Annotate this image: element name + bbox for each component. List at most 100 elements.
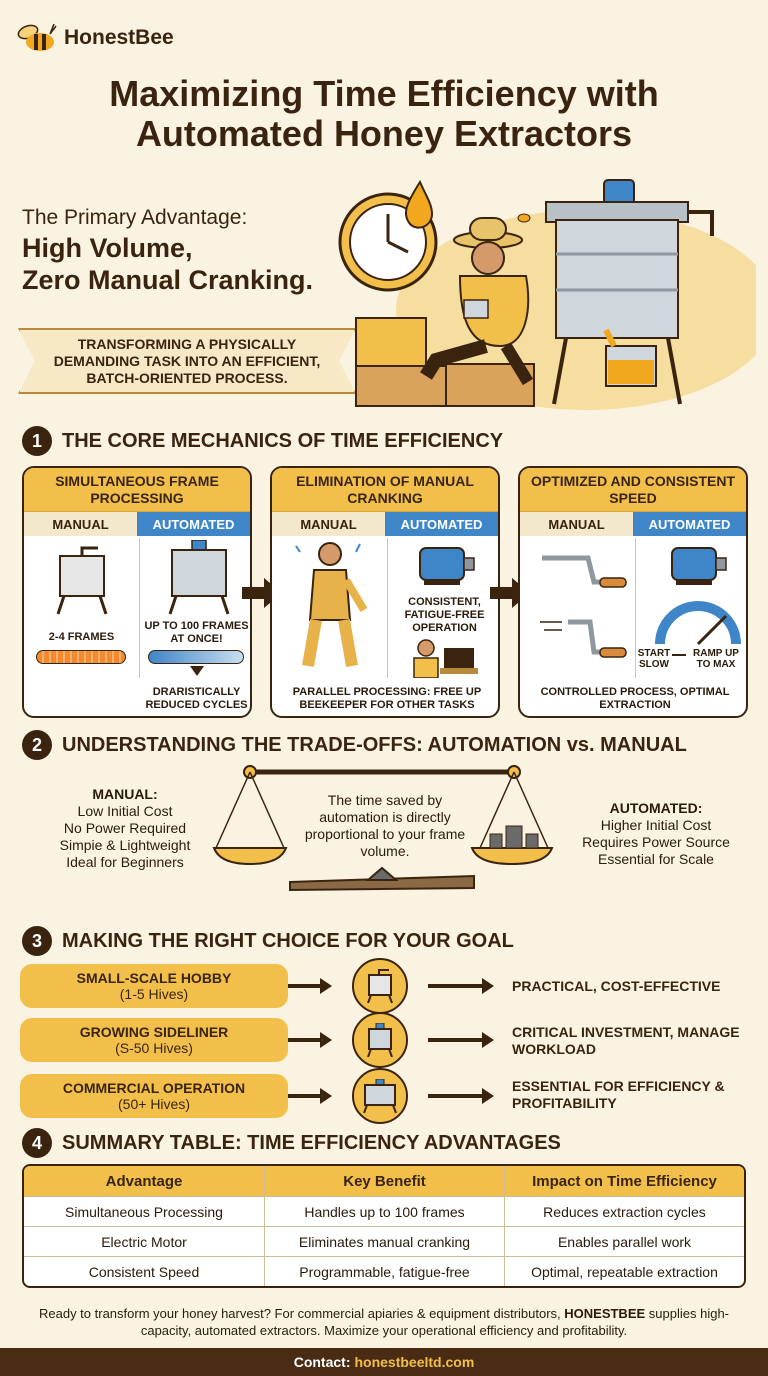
crank-handle-fast-icon <box>540 619 627 658</box>
gauge-arrow-icon <box>672 654 686 656</box>
automated-progress-bar <box>148 650 244 664</box>
manual-heading: MANUAL: <box>92 786 158 802</box>
choice-hobby: SMALL-SCALE HOBBY (1-5 Hives) <box>20 964 288 1008</box>
panel-bottom-text: PARALLEL PROCESSING: FREE UP BEEKEEPER F… <box>292 686 482 711</box>
panel-bottom-text: DRARISTICALLY REDUCED CYCLES <box>145 686 248 711</box>
panel-divider <box>387 538 388 678</box>
footer-brand: HONESTBEE <box>564 1306 646 1321</box>
section2-header: 2 UNDERSTANDING THE TRADE-OFFS: AUTOMATI… <box>22 730 687 760</box>
down-arrow-icon <box>190 666 204 676</box>
panel-simultaneous: SIMULTANEOUS FRAME PROCESSING MANUAL AUT… <box>22 466 252 718</box>
hero-ribbon: TRANSFORMING A PHYSICALLY DEMANDING TASK… <box>18 328 356 394</box>
table-cell: Simultaneous Processing <box>65 1203 223 1220</box>
table-cell: Reduces extraction cycles <box>504 1197 744 1226</box>
arrow-icon <box>288 1032 332 1048</box>
panel-divider <box>139 538 140 678</box>
manual-item: Simpie & Lightweight <box>59 837 191 853</box>
section3-title: MAKING THE RIGHT CHOICE FOR YOUR GOAL <box>62 929 514 952</box>
contact-link[interactable]: honestbeeltd.com <box>354 1354 475 1370</box>
panel-title: SIMULTANEOUS FRAME PROCESSING <box>24 468 250 512</box>
table-cell: Enables parallel work <box>504 1227 744 1256</box>
choice-label: GROWING SIDELINER <box>79 1024 229 1040</box>
arrow-icon <box>288 978 332 994</box>
automated-frames-text: UP TO 100 FRAMES AT ONCE! <box>144 620 249 645</box>
arrow-icon <box>428 978 494 994</box>
bee-icon <box>517 213 531 223</box>
title-line-1: Maximizing Time Efficiency with <box>109 73 659 114</box>
section2-number: 2 <box>22 730 52 760</box>
section1-number: 1 <box>22 426 52 456</box>
manual-item: Low Initial Cost <box>77 803 173 819</box>
medium-extractor-icon <box>352 1012 408 1068</box>
panel-cranking: ELIMINATION OF MANUAL CRANKING MANUAL AU… <box>270 466 500 718</box>
choice-sideliner: GROWING SIDELINER (S-50 Hives) <box>20 1018 288 1062</box>
footer-text-before: Ready to transform your honey harvest? F… <box>38 1306 565 1321</box>
automated-label: AUTOMATED <box>385 512 498 536</box>
table-row: Electric Motor Eliminates manual crankin… <box>24 1226 744 1256</box>
choice-commercial: COMMERCIAL OPERATION (50+ Hives) <box>20 1074 288 1118</box>
beekeeper-laptop-icon <box>413 639 478 678</box>
table-row: Simultaneous Processing Handles up to 10… <box>24 1196 744 1226</box>
page-title: Maximizing Time Efficiency with Automate… <box>0 74 768 154</box>
hero-headline-2: Zero Manual Cranking. <box>22 265 314 295</box>
gauge-end-label: RAMP UP TO MAX <box>693 648 739 670</box>
automated-heading: AUTOMATED: <box>609 800 703 816</box>
brand-logo[interactable]: HonestBee <box>14 22 174 54</box>
table-cell: Consistent Speed <box>88 1263 200 1280</box>
beekeeper-figure <box>420 217 534 386</box>
table-cell: Eliminates manual cranking <box>264 1227 504 1256</box>
automated-operation-text: CONSISTENT, FATIGUE-FREE OPERATION <box>404 596 485 634</box>
automated-item: Essential for Scale <box>598 851 714 867</box>
section4-title: SUMMARY TABLE: TIME EFFICIENCY ADVANTAGE… <box>62 1131 561 1154</box>
panel-speed: OPTIMIZED AND CONSISTENT SPEED MANUAL AU… <box>518 466 748 718</box>
table-header: Impact on Time Efficiency <box>504 1166 744 1196</box>
title-line-2: Automated Honey Extractors <box>135 113 633 154</box>
automated-label: AUTOMATED <box>633 512 746 536</box>
choice-sub: (50+ Hives) <box>118 1096 190 1112</box>
table-cell: Optimal, repeatable extraction <box>504 1257 744 1286</box>
panel-title: OPTIMIZED AND CONSISTENT SPEED <box>520 468 746 512</box>
table-cell: Electric Motor <box>101 1233 187 1250</box>
section1-header: 1 THE CORE MECHANICS OF TIME EFFICIENCY <box>22 426 503 456</box>
crank-handle-icon <box>542 555 627 588</box>
footer-text: Ready to transform your honey harvest? F… <box>20 1305 748 1339</box>
panel-divider <box>635 538 636 678</box>
table-cell: Handles up to 100 frames <box>264 1197 504 1226</box>
summary-table: Advantage Key Benefit Impact on Time Eff… <box>22 1164 746 1288</box>
manual-item: No Power Required <box>63 820 187 836</box>
automated-extractor-icon <box>168 540 230 615</box>
section4-number: 4 <box>22 1128 52 1158</box>
hero-subtitle: The Primary Advantage: <box>22 206 248 229</box>
small-extractor-icon <box>352 958 408 1014</box>
motor-icon <box>671 547 727 585</box>
hero-headline-1: High Volume, <box>22 233 193 263</box>
footer-text-after: supplies high-capacity, automated extrac… <box>140 1306 729 1338</box>
choice-label: SMALL-SCALE HOBBY <box>76 970 232 986</box>
arrow-icon <box>288 1088 332 1104</box>
manual-label: MANUAL <box>24 512 137 536</box>
tired-worker-icon <box>295 542 368 668</box>
manual-extractor-icon <box>56 546 108 615</box>
table-header: Advantage <box>105 1172 183 1190</box>
motor-icon <box>419 547 475 585</box>
table-header-row: Advantage Key Benefit Impact on Time Eff… <box>24 1166 744 1196</box>
balance-center-text: The time saved by automation is directly… <box>304 792 466 859</box>
choice-label: COMMERCIAL OPERATION <box>62 1080 246 1096</box>
manual-pros: MANUAL: Low Initial Cost No Power Requir… <box>40 786 210 871</box>
automated-pros: AUTOMATED: Higher Initial Cost Requires … <box>566 800 746 868</box>
arrow-icon <box>428 1032 494 1048</box>
balance-scale-icon <box>212 765 554 892</box>
choice-result: CRITICAL INVESTMENT, MANAGE WORKLOAD <box>512 1024 740 1057</box>
manual-label: MANUAL <box>272 512 385 536</box>
section2-title: UNDERSTANDING THE TRADE-OFFS: AUTOMATION… <box>62 733 687 756</box>
choice-sub: (1-5 Hives) <box>119 986 189 1002</box>
section1-title: THE CORE MECHANICS OF TIME EFFICIENCY <box>62 429 504 452</box>
gauge-start-label: START SLOW <box>637 648 671 670</box>
panel-title: ELIMINATION OF MANUAL CRANKING <box>272 468 498 512</box>
hero-headline: High Volume, Zero Manual Cranking. <box>22 232 313 296</box>
manual-item: Ideal for Beginners <box>66 854 184 870</box>
contact-label: Contact: <box>293 1354 351 1370</box>
brand-name: HonestBee <box>64 26 174 49</box>
arrow-icon <box>428 1088 494 1104</box>
automated-label: AUTOMATED <box>137 512 250 536</box>
